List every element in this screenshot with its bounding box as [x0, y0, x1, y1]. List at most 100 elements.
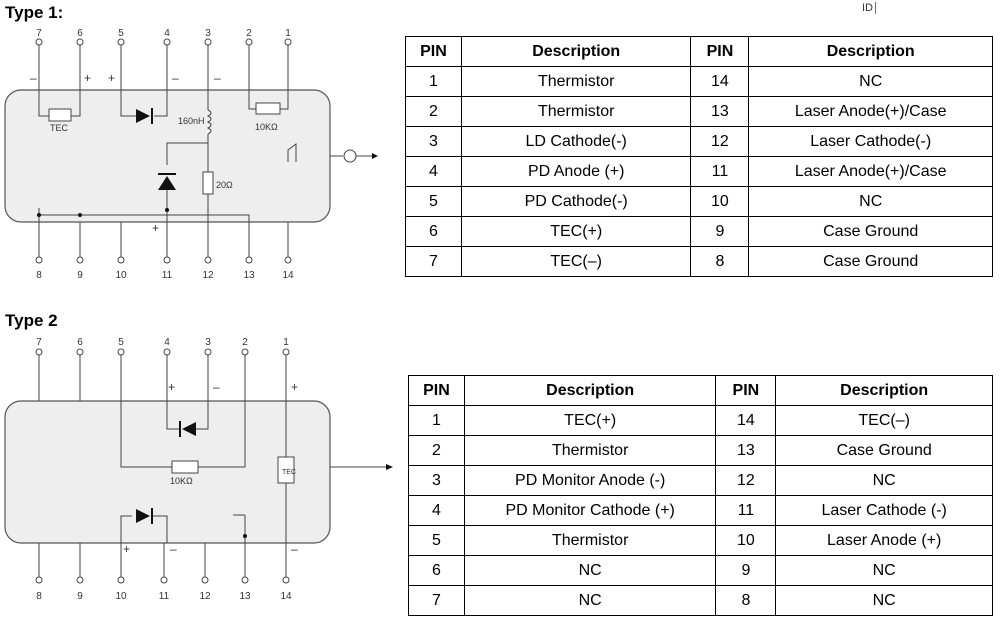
type1-pin-label: 6 [77, 28, 83, 39]
pin-cell: 6 [408, 555, 465, 586]
header-description: Description [748, 36, 993, 67]
description-cell: Case Ground [775, 435, 993, 466]
table-header-row: PIN Description PIN Description [408, 375, 993, 406]
type2-pin-label: 9 [77, 591, 83, 602]
pin-cell: 1 [408, 405, 465, 436]
pin-cell: 4 [408, 495, 465, 526]
type2-plus: + [168, 380, 175, 394]
description-cell: TEC(+) [460, 216, 692, 247]
type1-pin-label: 8 [36, 270, 42, 281]
type1-pin-label: 9 [77, 270, 83, 281]
description-cell: PD Anode (+) [460, 156, 692, 187]
header-description: Description [775, 375, 993, 406]
type1-plus: + [152, 221, 159, 235]
type1-pin-label: 1 [285, 28, 291, 39]
description-cell: Laser Anode (+) [775, 525, 993, 556]
type2-pin-label: 10 [115, 591, 127, 602]
description-cell: Laser Cathode(-) [748, 126, 993, 157]
pin-cell: 3 [405, 126, 462, 157]
description-cell: Laser Cathode (-) [775, 495, 993, 526]
table-header-row: PIN Description PIN Description [405, 36, 993, 67]
type1-pin-label: 2 [246, 28, 252, 39]
header-pin: PIN [408, 375, 465, 406]
type2-pin-label: 4 [164, 337, 170, 348]
description-cell: NC [748, 66, 993, 97]
type2-tec-label: TEC [282, 469, 296, 476]
corner-logo-mark: ID [862, 2, 876, 14]
type2-diagram: 7 6 5 4 3 2 1 + – + + – – 10KΩ TEC [0, 325, 400, 625]
type2-pin-label: 11 [159, 591, 170, 602]
pin-cell: 8 [715, 585, 777, 616]
description-cell: Laser Anode(+)/Case [748, 96, 993, 127]
type2-pin-label: 8 [36, 591, 42, 602]
type2-pin-label: 2 [242, 337, 248, 348]
type1-plus: + [84, 71, 91, 85]
type1-pin-label: 7 [36, 28, 42, 39]
pin-cell: 12 [715, 465, 777, 496]
pin-cell: 10 [715, 525, 777, 556]
pin-cell: 9 [690, 216, 750, 247]
pin-cell: 2 [408, 435, 465, 466]
header-description: Description [460, 36, 692, 67]
pin-cell: 11 [690, 156, 750, 187]
description-cell: NC [775, 585, 993, 616]
header-pin: PIN [405, 36, 462, 67]
description-cell: Thermistor [460, 66, 692, 97]
description-cell: PD Cathode(-) [460, 186, 692, 217]
type2-pin-label: 12 [199, 591, 211, 602]
type2-heading: Type 2 [5, 311, 58, 330]
description-cell: NC [775, 555, 993, 586]
pin-cell: 2 [405, 96, 462, 127]
type1-diagram: 7 6 5 4 3 2 1 – + + – – + [0, 0, 400, 290]
type1-pin-label: 11 [162, 270, 173, 281]
type1-heading: Type 1: [5, 3, 64, 22]
type2-pin-label: 7 [36, 337, 42, 348]
header-description: Description [463, 375, 717, 406]
type1-pin-label: 10 [115, 270, 127, 281]
description-cell: TEC(–) [460, 246, 692, 277]
pin-cell: 7 [405, 246, 462, 277]
type1-pin-label: 14 [282, 270, 294, 281]
type2-pin-label: 1 [283, 337, 289, 348]
description-cell: NC [775, 465, 993, 496]
pin-cell: 7 [408, 585, 465, 616]
description-cell: NC [463, 555, 717, 586]
description-cell: NC [748, 186, 993, 217]
pin-cell: 14 [715, 405, 777, 436]
pin-cell: 4 [405, 156, 462, 187]
description-cell: Thermistor [463, 435, 717, 466]
type2-pin-label: 6 [77, 337, 83, 348]
type1-pin-label: 4 [164, 28, 170, 39]
pin-cell: 5 [408, 525, 465, 556]
pin-cell: 10 [690, 186, 750, 217]
type1-pin-label: 5 [118, 28, 124, 39]
pin-cell: 6 [405, 216, 462, 247]
type1-inductor-label: 160nH [178, 116, 205, 126]
pin-cell: 13 [715, 435, 777, 466]
type2-pin-label: 13 [239, 591, 251, 602]
type2-pin-label: 14 [280, 591, 292, 602]
type1-resistor-label: 20Ω [216, 180, 233, 190]
type2-pin-label: 3 [205, 337, 211, 348]
type1-thermistor-label: 10KΩ [255, 122, 278, 132]
pin-cell: 14 [690, 66, 750, 97]
type2-plus: + [123, 542, 130, 556]
type1-pin-label: 3 [205, 28, 211, 39]
type1-tec-label: TEC [50, 123, 69, 133]
type1-pin-label: 12 [202, 270, 214, 281]
pin-cell: 11 [715, 495, 777, 526]
type1-minus: – [214, 71, 221, 85]
